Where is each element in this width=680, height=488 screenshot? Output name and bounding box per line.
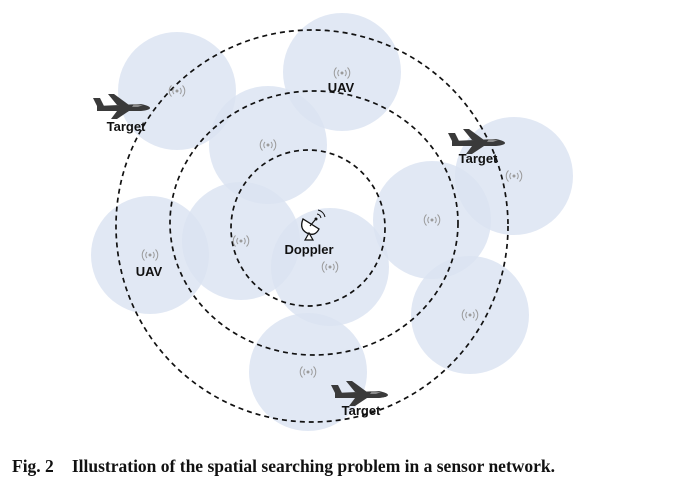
target-label: Target bbox=[342, 403, 381, 418]
search-ring-outer bbox=[115, 29, 509, 423]
uav-label: UAV bbox=[328, 80, 355, 95]
doppler-label: Doppler bbox=[284, 242, 333, 257]
sensor-coverage-areas bbox=[91, 13, 573, 431]
caption-text: Illustration of the spatial searching pr… bbox=[71, 456, 556, 476]
satellite-dish-icon bbox=[301, 209, 326, 241]
target-label: Target bbox=[459, 151, 498, 166]
figure-number: Fig. 2 bbox=[12, 456, 54, 476]
search-ring-middle bbox=[169, 90, 459, 356]
target-label: Target bbox=[107, 119, 146, 134]
sensor-network-diagram: UAV UAV Doppler Target Target Target bbox=[91, 13, 573, 431]
figure-caption: Fig. 2 Illustration of the spatial search… bbox=[12, 456, 555, 477]
uav-label: UAV bbox=[136, 264, 163, 279]
search-rings bbox=[115, 29, 509, 423]
search-ring-inner bbox=[230, 149, 386, 307]
